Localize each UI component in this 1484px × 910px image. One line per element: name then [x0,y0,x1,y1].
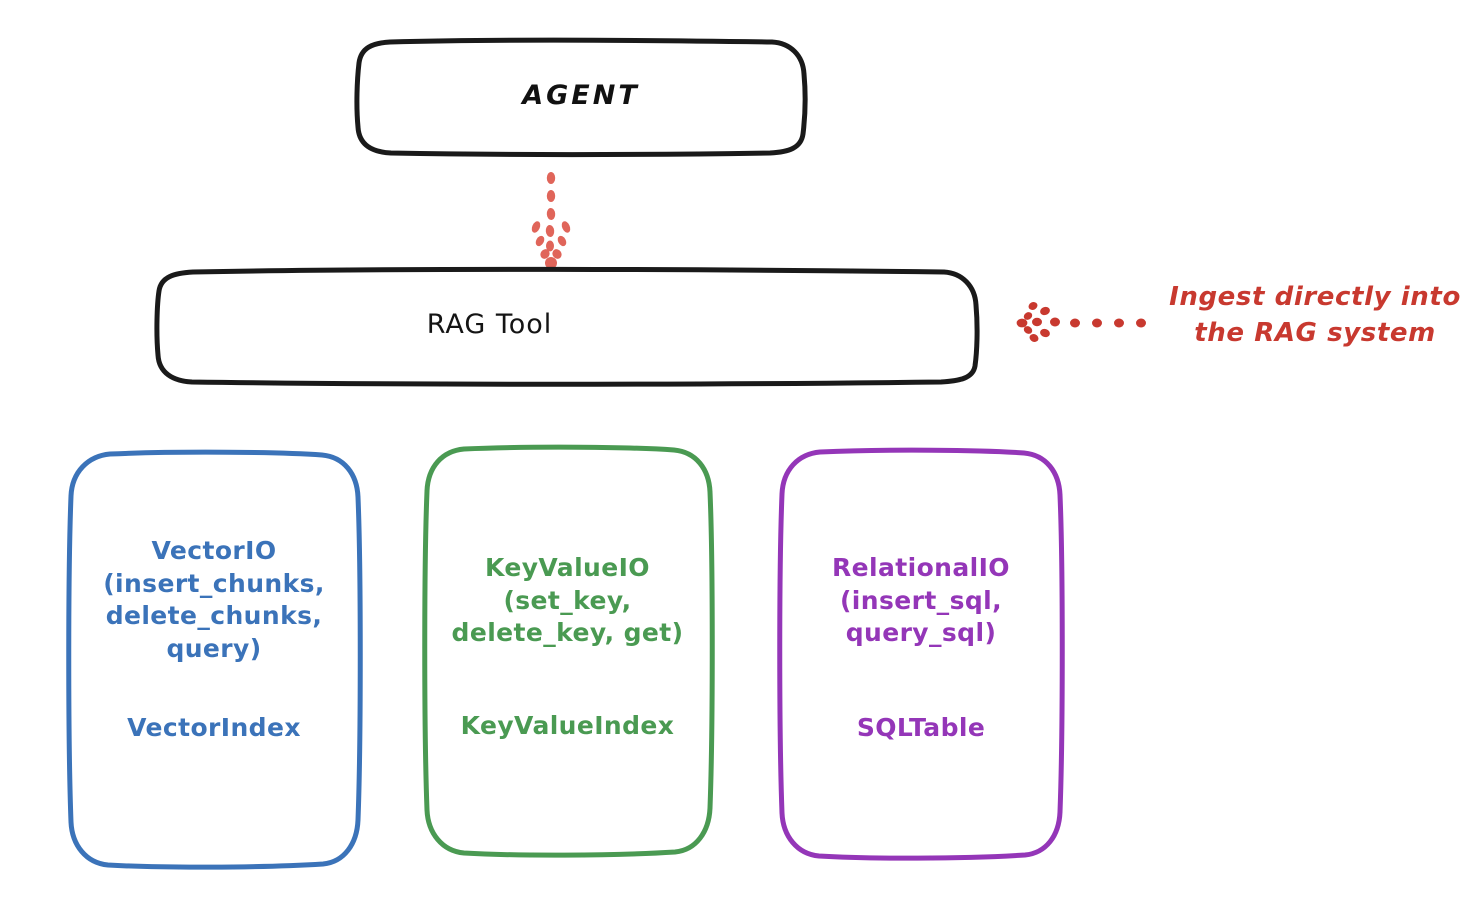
rag-tool-node[interactable] [154,266,980,387]
relational-io-box-outline [777,447,1065,861]
rag-tool-box-outline [154,266,980,387]
agent-to-ragtool-arrow [531,172,571,269]
relational-io-node[interactable] [777,447,1065,861]
agent-node[interactable] [354,37,808,157]
key-value-io-box-outline [422,444,715,858]
vector-io-node[interactable] [66,449,363,870]
ingest-arrow [1016,302,1146,342]
vector-io-box-outline [66,449,363,870]
agent-box-outline [354,37,808,157]
key-value-io-node[interactable] [422,444,715,858]
